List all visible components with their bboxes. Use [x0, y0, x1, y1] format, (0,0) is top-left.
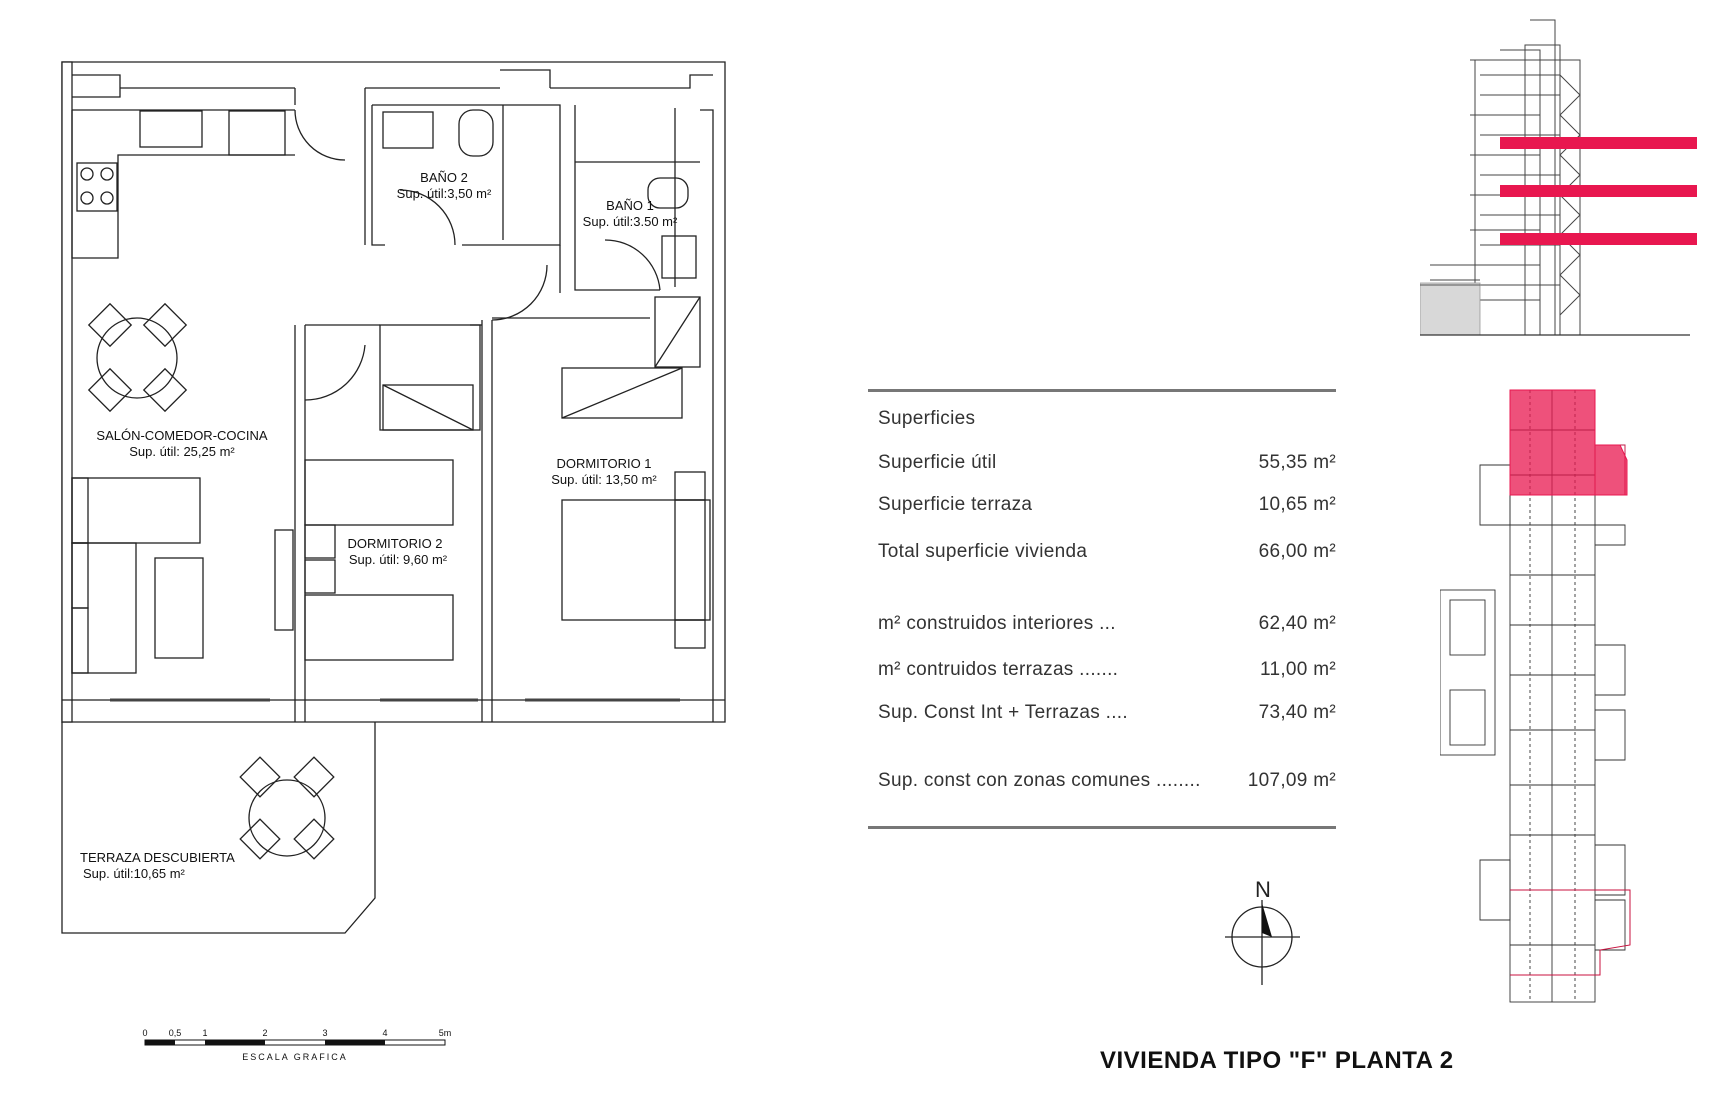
- bano1-area: Sup. útil:3.50 m²: [583, 214, 678, 229]
- scale-bar: 0 0,5 1 2 3 4 5m ESCALA GRAFICA: [142, 1028, 451, 1062]
- floor-plan: SALÓN-COMEDOR-COCINA Sup. útil: 25,25 m²…: [61, 61, 726, 1062]
- table-bottom-rule: [868, 826, 1336, 829]
- surface-label: m² construidos interiores ...: [878, 613, 1116, 634]
- scale-tick-2: 1: [202, 1028, 207, 1038]
- surface-value: 66,00 m²: [1258, 541, 1336, 562]
- salon-name: SALÓN-COMEDOR-COCINA: [96, 428, 268, 443]
- scale-label: ESCALA GRAFICA: [242, 1052, 348, 1062]
- surface-label: Superficie terraza: [878, 494, 1033, 515]
- surface-label: m² contruidos terrazas .......: [878, 659, 1119, 680]
- scale-tick-4: 3: [322, 1028, 327, 1038]
- highlight-band: [1500, 185, 1697, 197]
- bano2-area: Sup. útil:3,50 m²: [397, 186, 492, 201]
- surface-value: 10,65 m²: [1258, 494, 1336, 515]
- terraza-area: Sup. útil:10,65 m²: [83, 866, 186, 881]
- surface-value: 73,40 m²: [1258, 702, 1336, 723]
- dormitorio2-name: DORMITORIO 2: [347, 536, 442, 551]
- scale-tick-6: 5m: [439, 1028, 452, 1038]
- surface-value: 62,40 m²: [1258, 613, 1336, 634]
- dormitorio1-name: DORMITORIO 1: [556, 456, 651, 471]
- surface-label: Superficie útil: [878, 452, 997, 473]
- bano1-name: BAÑO 1: [606, 198, 654, 213]
- north-arrow: N: [1225, 877, 1300, 985]
- surface-value: 11,00 m²: [1260, 659, 1336, 680]
- surface-label: Sup. Const Int + Terrazas ....: [878, 702, 1128, 723]
- scale-tick-0: 0: [142, 1028, 147, 1038]
- scale-tick-5: 4: [382, 1028, 387, 1038]
- key-plan: [1440, 389, 1631, 1003]
- surface-value: 107,09 m²: [1247, 770, 1336, 791]
- scale-tick-1: 0,5: [169, 1028, 182, 1038]
- surface-value: 55,35 m²: [1258, 452, 1336, 473]
- highlighted-unit: [1509, 389, 1628, 496]
- bano2-name: BAÑO 2: [420, 170, 468, 185]
- dormitorio2-area: Sup. útil: 9,60 m²: [349, 552, 448, 567]
- salon-area: Sup. útil: 25,25 m²: [129, 444, 235, 459]
- surface-label: Sup. const con zonas comunes ........: [878, 770, 1201, 791]
- sheet-title: VIVIENDA TIPO "F" PLANTA 2: [1100, 1047, 1454, 1074]
- surface-label: Total superficie vivienda: [878, 541, 1088, 562]
- terraza-name: TERRAZA DESCUBIERTA: [80, 850, 235, 865]
- north-label: N: [1255, 877, 1271, 902]
- building-section: [1420, 19, 1697, 336]
- highlight-band: [1500, 233, 1697, 245]
- dormitorio1-area: Sup. útil: 13,50 m²: [551, 472, 657, 487]
- table-top-rule: [868, 389, 1336, 392]
- scale-tick-3: 2: [262, 1028, 267, 1038]
- highlight-band: [1500, 137, 1697, 149]
